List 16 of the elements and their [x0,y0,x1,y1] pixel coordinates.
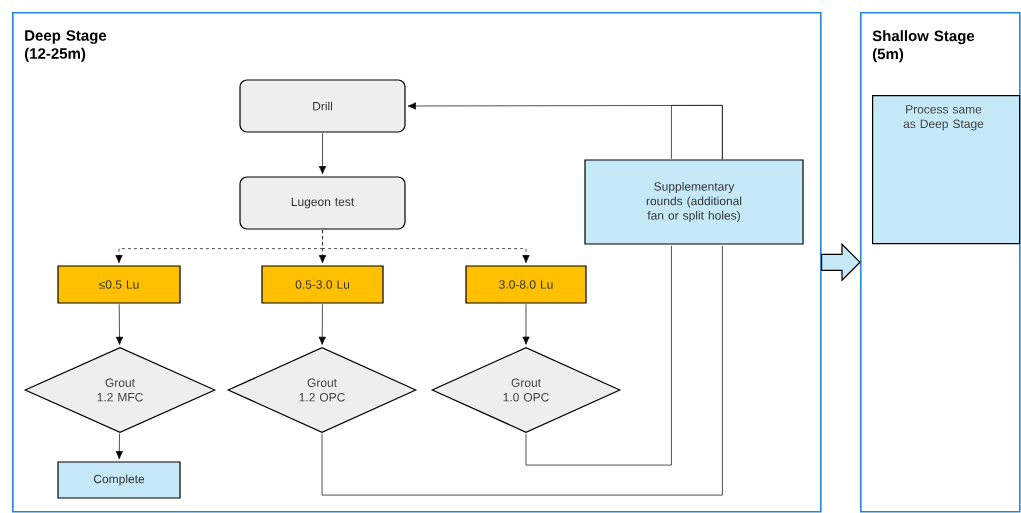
arrow [322,229,530,264]
arrow [522,303,530,345]
range-box: ≤0.5 Lu [57,265,181,304]
process-box: Process same as Deep Stage [872,95,1021,245]
arrow [115,303,124,345]
block-arrow [821,242,861,282]
range-box: 0.5-3.0 Lu [261,265,384,304]
process-box: Lugeon test [239,176,406,230]
arrow [318,303,326,345]
process-box: Supplementary rounds (additional fan or split holes) [584,159,804,245]
arrow [318,132,327,175]
arrow [407,102,723,160]
process-box: Complete [57,461,181,499]
range-box: 3.0-8.0 Lu [465,265,587,304]
arrow [115,433,123,460]
process-box: Drill [239,79,406,133]
